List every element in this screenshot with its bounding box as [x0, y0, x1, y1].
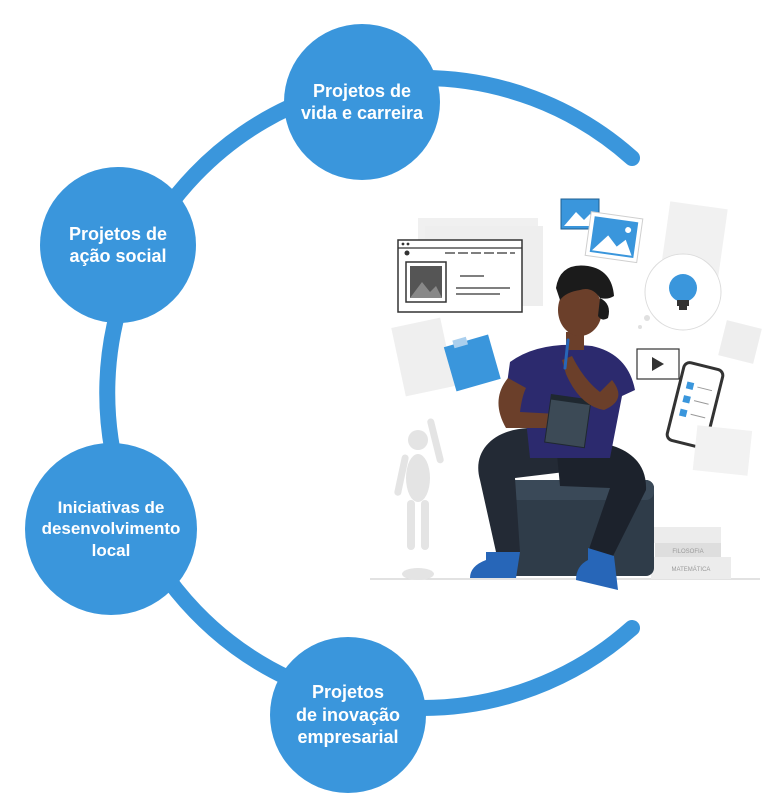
book-label-filosofia: FILOSOFIA	[672, 549, 703, 555]
mannequin-figure	[394, 418, 444, 580]
shoe-right	[576, 548, 618, 590]
node-label-desenvolvimento-local: Iniciativas de desenvolvimento local	[41, 498, 181, 560]
held-notepad	[544, 394, 592, 449]
book-label-matematica: MATEMÁTICA	[672, 566, 711, 573]
thought-dot-2	[638, 325, 642, 329]
browser-window-icon	[397, 239, 523, 313]
photo-card-large	[584, 211, 644, 264]
node-label-vida-carreira: Projetos de vida e carreira	[300, 80, 424, 124]
thought-dot-1	[644, 315, 650, 321]
grid-paper-2	[692, 425, 753, 476]
person-arm-right	[562, 356, 619, 410]
person-arm-left	[498, 378, 560, 428]
video-play-icon	[636, 348, 680, 380]
book-stack: FILOSOFIA MATEMÁTICA	[651, 527, 731, 579]
person-legs	[478, 428, 647, 558]
node-circle-vida-carreira	[284, 24, 440, 180]
smartphone-icon	[665, 361, 725, 449]
person-head	[556, 265, 614, 336]
node-inovacao-empresarial: Projetos de inovação empresarial	[270, 637, 426, 793]
node-label-inovacao-empresarial: Projetos de inovação empresarial	[295, 682, 401, 748]
node-circle-acao-social	[40, 167, 196, 323]
sticky-note-blue	[443, 334, 501, 392]
person-neck	[566, 332, 584, 350]
node-acao-social: Projetos de ação social	[40, 167, 196, 323]
paper-right	[718, 320, 762, 364]
node-desenvolvimento-local: Iniciativas de desenvolvimento local	[25, 443, 197, 615]
lightbulb-icon	[644, 253, 722, 331]
node-circle-inovacao-empresarial	[270, 637, 426, 793]
node-label-acao-social: Projetos de ação social	[68, 223, 168, 267]
student-illustration: FILOSOFIA MATEMÁTICA	[370, 198, 762, 590]
pencil	[563, 338, 570, 370]
node-circle-desenvolvimento-local	[25, 443, 197, 615]
shoe-left	[470, 552, 520, 578]
notepad-left	[391, 317, 455, 397]
node-vida-carreira: Projetos de vida e carreira	[284, 24, 440, 180]
